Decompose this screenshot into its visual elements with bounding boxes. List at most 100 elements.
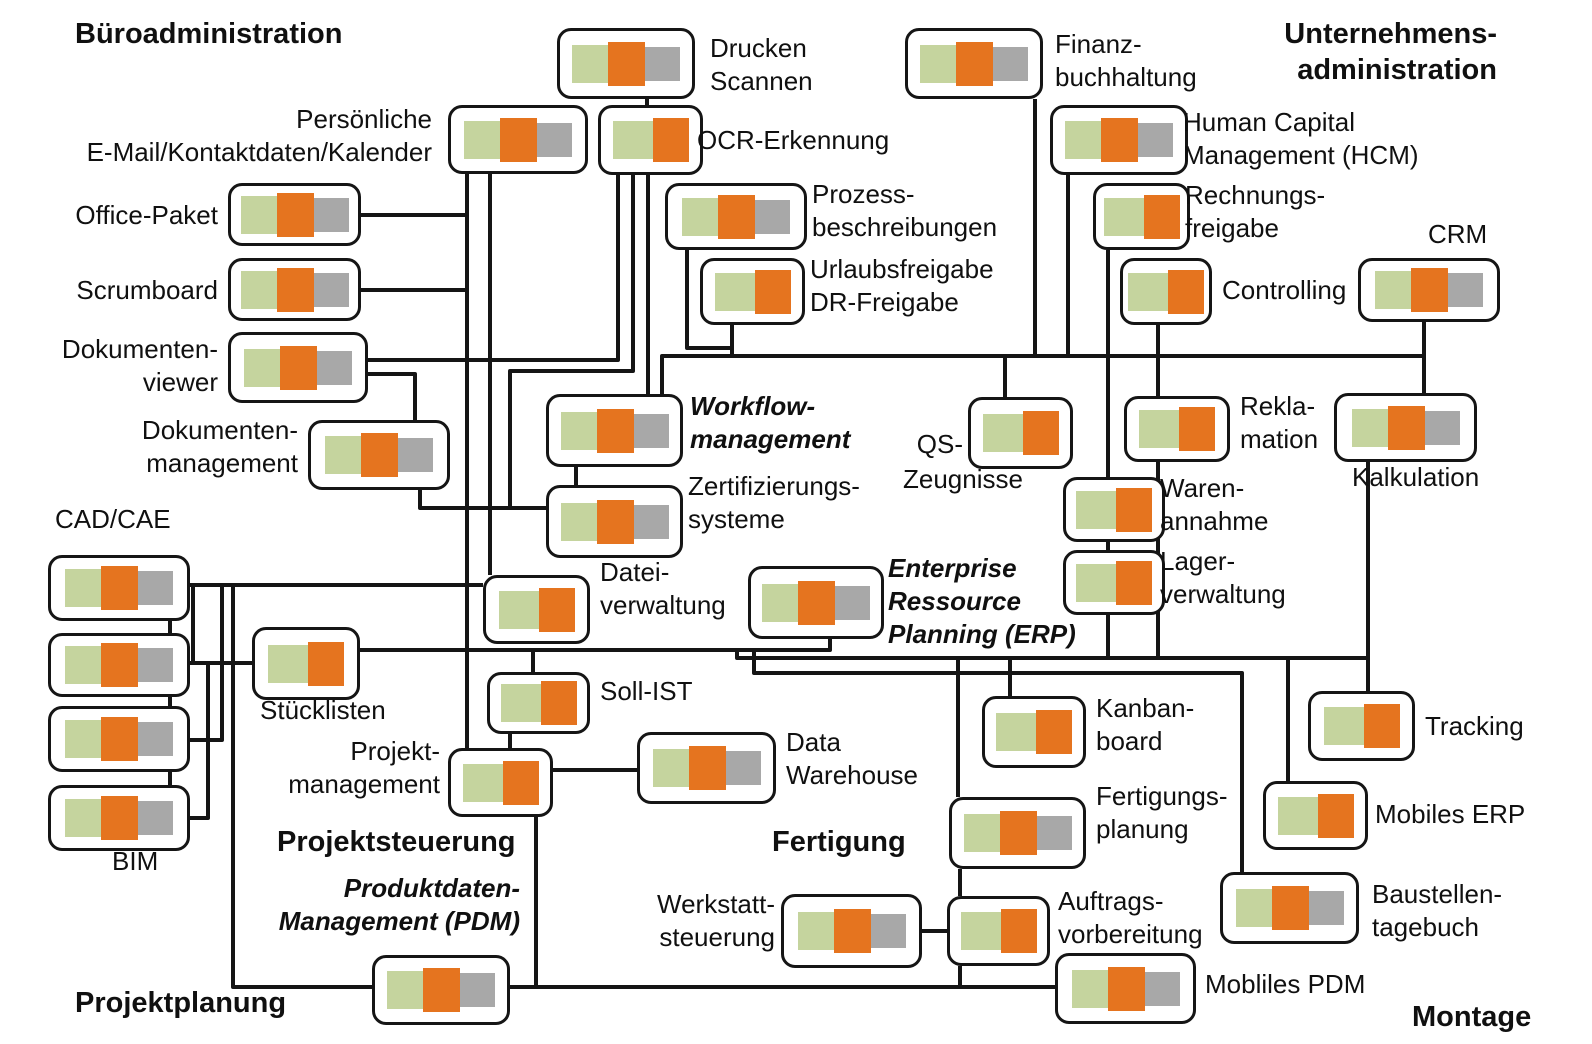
gray-status-segment [138, 571, 173, 605]
edge-stueck-erp [360, 639, 832, 652]
edge-erp-trunk1 [735, 650, 1368, 660]
green-status-segment [65, 569, 101, 607]
node-cad-4 [48, 785, 190, 851]
orange-status-segment [1107, 966, 1145, 1011]
node-erp [748, 566, 884, 639]
green-status-segment [1103, 197, 1144, 236]
green-status-segment [560, 411, 597, 450]
node-workflowmanagement [546, 394, 683, 467]
gray-status-segment [633, 504, 669, 539]
orange-status-segment [1143, 194, 1180, 239]
node-data-warehouse [637, 732, 776, 804]
node-crm [1358, 258, 1500, 322]
label-bim: BIM [112, 846, 159, 876]
green-status-segment [714, 272, 755, 311]
gray-status-segment [1138, 123, 1173, 157]
node-cad-1 [48, 555, 190, 621]
label-data-warehouse: Data Warehouse [786, 727, 918, 790]
orange-status-segment [500, 117, 537, 162]
node-office-paket [228, 183, 361, 246]
orange-status-segment [718, 194, 755, 239]
node-dokumentenviewer [228, 332, 368, 403]
gray-status-segment [870, 914, 906, 948]
label-hcm: Human Capital Management (HCM) [1183, 107, 1419, 170]
green-status-segment [1323, 707, 1364, 745]
green-status-segment [652, 749, 689, 787]
green-status-segment [325, 436, 361, 474]
green-status-segment [1065, 121, 1101, 159]
node-dateiverwaltung [483, 575, 590, 644]
edge-dokman-zert-join [418, 490, 512, 510]
label-crm: CRM [1428, 219, 1488, 249]
orange-status-segment [1000, 909, 1037, 953]
label-workflowmanagement: Workflow- management [690, 391, 851, 454]
label-fertigungsplanung: Fertigungs- planung [1096, 781, 1228, 844]
green-status-segment [1139, 410, 1179, 448]
node-baustellentagebuch [1220, 872, 1359, 944]
label-urlaubsfreigabe: Urlaubsfreigabe DR-Freigabe [810, 254, 994, 317]
orange-status-segment [833, 909, 871, 953]
orange-status-segment [101, 643, 138, 687]
label-warenannahme: Waren- annahme [1160, 473, 1269, 536]
green-status-segment [387, 971, 423, 1009]
green-status-segment [982, 414, 1023, 452]
edge-dokviewer-dokman [368, 372, 417, 420]
orange-status-segment [1168, 269, 1204, 314]
orange-status-segment [101, 796, 138, 840]
green-status-segment [240, 270, 277, 309]
node-cad-2 [48, 633, 190, 697]
node-scrumboard [228, 258, 361, 321]
node-finanzbuchhaltung [905, 28, 1043, 99]
node-controlling [1120, 258, 1212, 325]
label-baustellentagebuch: Baustellen- tagebuch [1372, 879, 1503, 942]
orange-status-segment [1036, 710, 1072, 754]
gray-status-segment [138, 722, 173, 756]
node-lagerverwaltung [1063, 550, 1165, 615]
node-auftragsvorbereitung [947, 896, 1050, 966]
label-finanzbuchhaltung: Finanz- buchhaltung [1055, 29, 1197, 92]
label-persoenliche-email: Persönliche E-Mail/Kontaktdaten/Kalender [86, 104, 432, 167]
node-soll-ist [487, 672, 590, 734]
green-status-segment [464, 120, 500, 159]
orange-status-segment [308, 641, 344, 686]
green-status-segment [65, 799, 101, 837]
gray-status-segment [313, 272, 349, 307]
orange-status-segment [276, 192, 314, 237]
orange-status-segment [798, 580, 835, 625]
label-cad-cae: CAD/CAE [55, 504, 171, 534]
label-scrumboard: Scrumboard [76, 275, 218, 305]
gray-status-segment [537, 122, 572, 157]
orange-status-segment [754, 269, 791, 314]
label-zertifizierungssysteme: Zertifizierungs- systeme [688, 471, 860, 534]
node-qs-zeugnisse [968, 397, 1073, 469]
label-heading-montage: Montage [1412, 1001, 1532, 1033]
label-tracking: Tracking [1425, 711, 1524, 741]
green-status-segment [268, 644, 308, 683]
gray-status-segment [460, 973, 495, 1007]
gray-status-segment [993, 46, 1028, 81]
label-heading-pdm: Produktdaten- Management (PDM) [278, 873, 520, 936]
edge-prozess-trunk [685, 250, 732, 350]
gray-status-segment [1448, 273, 1483, 307]
green-status-segment [65, 646, 101, 684]
node-stuecklisten [252, 627, 360, 700]
edge-dokviewer-ocr [368, 175, 620, 362]
orange-status-segment [1387, 405, 1425, 450]
node-kalkulation [1334, 393, 1477, 462]
orange-status-segment [956, 41, 993, 86]
label-stuecklisten: Stücklisten [260, 695, 386, 725]
node-prozessbeschreibungen [665, 183, 807, 250]
orange-status-segment [1411, 268, 1448, 312]
label-qs: QS- [916, 429, 963, 459]
orange-status-segment [276, 267, 314, 312]
orange-status-segment [101, 566, 138, 610]
node-dokumentenmanagement [308, 420, 450, 490]
gray-status-segment [835, 585, 870, 620]
green-status-segment [1351, 408, 1388, 447]
green-status-segment [560, 502, 597, 541]
edge-cad4-bundle [190, 664, 210, 820]
node-mobiles-pdm [1055, 953, 1196, 1024]
orange-status-segment [608, 41, 645, 86]
node-warenannahme [1063, 477, 1165, 542]
orange-status-segment [540, 681, 577, 725]
